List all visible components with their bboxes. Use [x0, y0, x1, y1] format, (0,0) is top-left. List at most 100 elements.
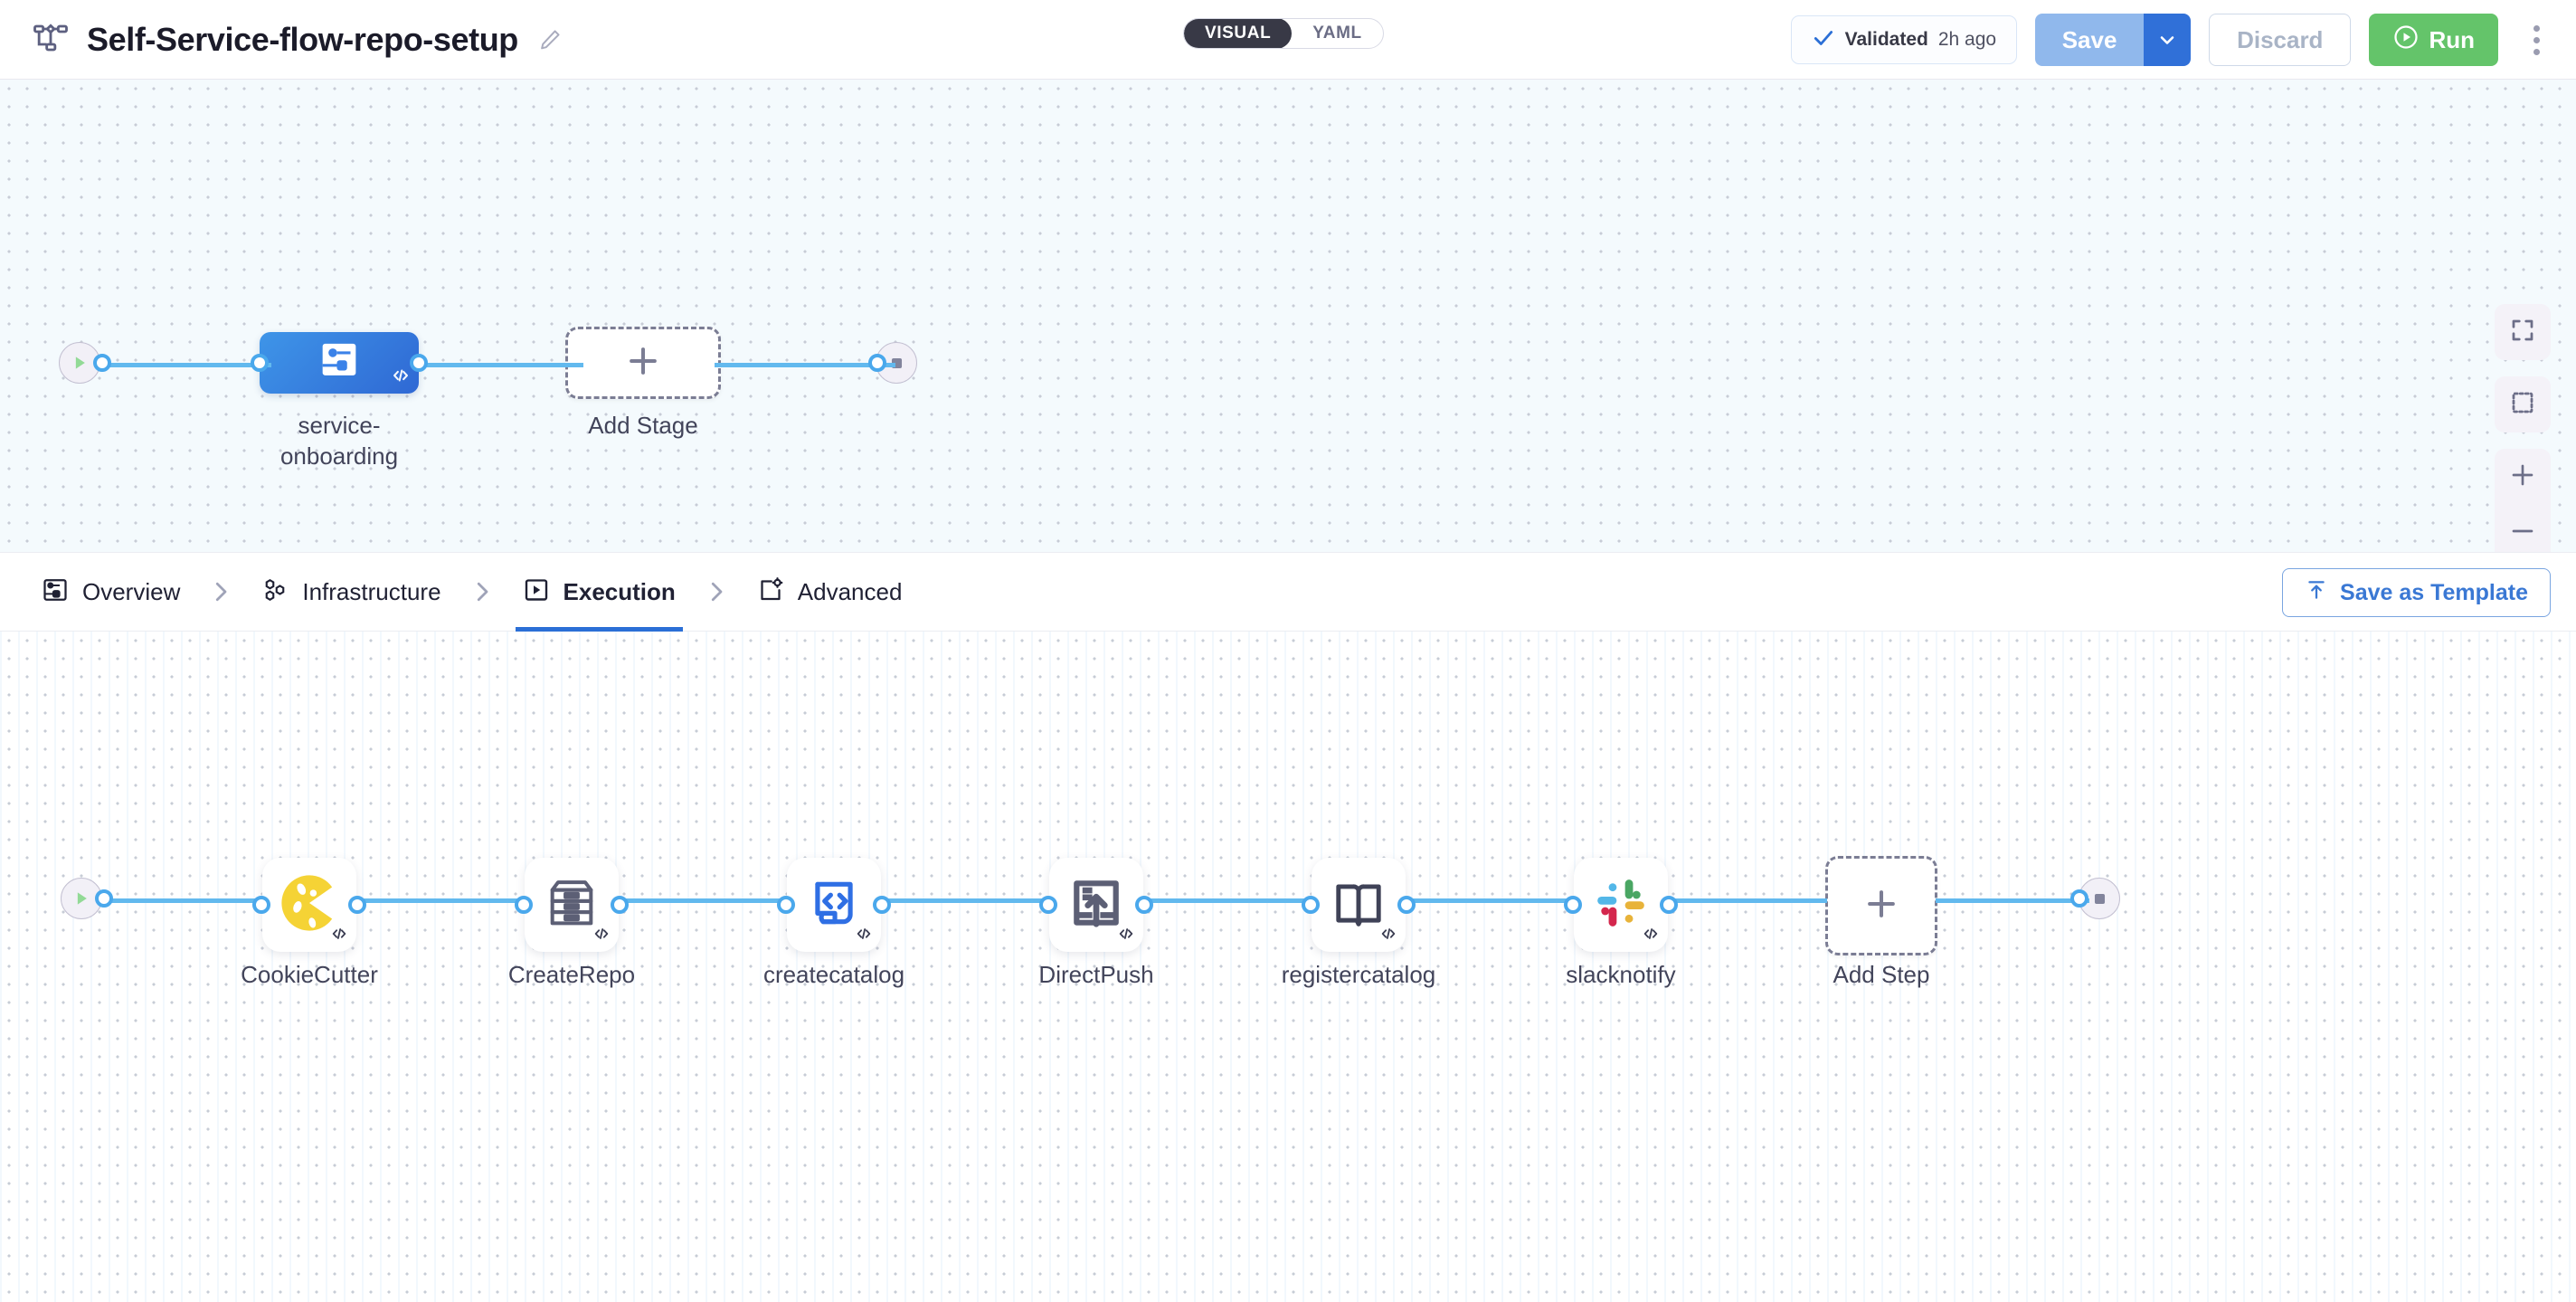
- zoom-in-button[interactable]: [2495, 449, 2551, 505]
- step-node-label: registercatalog: [1281, 961, 1436, 988]
- tab-execution[interactable]: Execution: [515, 552, 684, 632]
- plus-icon: [2508, 461, 2537, 494]
- step-node-label: DirectPush: [1038, 961, 1154, 988]
- discard-button[interactable]: Discard: [2209, 14, 2352, 66]
- kebab-menu-icon[interactable]: [2516, 14, 2556, 66]
- execution-start-output-port[interactable]: [95, 889, 113, 908]
- step-output-port[interactable]: [1660, 896, 1678, 914]
- step-edge-1: [362, 898, 525, 903]
- status-badge-label: Validated: [1844, 29, 1928, 50]
- zoom-out-button[interactable]: [2495, 505, 2551, 552]
- code-badge-icon: [592, 925, 611, 947]
- execution-end-node[interactable]: [2070, 878, 2120, 919]
- canvas-controls: [2495, 304, 2551, 552]
- execution-end-input-port[interactable]: [2070, 889, 2088, 908]
- check-icon: [1812, 26, 1835, 54]
- save-as-template-button[interactable]: Save as Template: [2282, 568, 2551, 617]
- chevron-down-icon[interactable]: [2144, 14, 2192, 66]
- overview-icon: [42, 576, 69, 608]
- step-input-port[interactable]: [252, 896, 270, 914]
- pipeline-start-node[interactable]: [59, 342, 111, 384]
- step-node-createcatalog[interactable]: createcatalog: [763, 858, 904, 988]
- push-upload-icon: [1068, 875, 1124, 936]
- minus-icon: [2508, 517, 2537, 550]
- stage-edge-start: [99, 363, 271, 367]
- execution-start-node[interactable]: [61, 878, 113, 919]
- execution-step-canvas[interactable]: CookieCutter CreateRepo: [0, 632, 2576, 1302]
- step-output-port[interactable]: [348, 896, 366, 914]
- plus-icon: [623, 341, 663, 385]
- stage-canvas[interactable]: service- onboarding Add Stage: [0, 80, 2576, 552]
- tab-overview[interactable]: Overview: [34, 552, 187, 632]
- stage-output-port[interactable]: [410, 354, 428, 372]
- selection-marquee-button[interactable]: [2495, 376, 2551, 432]
- code-badge-icon: [1379, 925, 1397, 947]
- step-node-registercatalog[interactable]: registercatalog: [1282, 858, 1435, 988]
- step-node-label: CookieCutter: [241, 961, 378, 988]
- step-edge-3: [886, 898, 1049, 903]
- app-header: Self-Service-flow-repo-setup VISUAL YAML…: [0, 0, 2576, 80]
- tab-advanced[interactable]: Advanced: [750, 552, 910, 632]
- run-button-label: Run: [2429, 25, 2475, 53]
- stage-config-tabbar: Overview Infrastructure: [0, 552, 2576, 632]
- infrastructure-icon: [261, 576, 289, 608]
- step-edge-2: [624, 898, 787, 903]
- pipeline-end-node[interactable]: [868, 342, 917, 384]
- tab-label: Advanced: [797, 577, 903, 605]
- add-stage-node[interactable]: Add Stage: [565, 327, 721, 439]
- status-badge: Validated 2h ago: [1790, 15, 2018, 64]
- code-document-icon: [806, 875, 862, 936]
- fit-to-screen-button[interactable]: [2495, 304, 2551, 360]
- code-badge-icon: [1642, 925, 1660, 947]
- save-as-template-label: Save as Template: [2340, 579, 2528, 605]
- tab-label: Overview: [82, 577, 181, 605]
- step-input-port[interactable]: [777, 896, 795, 914]
- pencil-icon[interactable]: [535, 24, 565, 55]
- run-button[interactable]: Run: [2369, 14, 2498, 66]
- start-output-port[interactable]: [93, 354, 111, 372]
- step-node-directpush[interactable]: DirectPush: [1038, 858, 1154, 988]
- step-input-port[interactable]: [515, 896, 533, 914]
- view-mode-toggle[interactable]: VISUAL YAML: [1183, 18, 1384, 49]
- step-output-port[interactable]: [1397, 896, 1416, 914]
- play-circle-icon: [2392, 24, 2420, 57]
- stage-node-label: service- onboarding: [279, 412, 399, 470]
- step-output-port[interactable]: [1135, 896, 1153, 914]
- step-node-cookiecutter[interactable]: CookieCutter: [241, 858, 378, 988]
- step-node-label: slacknotify: [1566, 961, 1676, 988]
- add-step-node[interactable]: Add Step: [1825, 856, 1937, 988]
- tab-list: Overview Infrastructure: [0, 552, 909, 632]
- chevron-right-icon: [683, 578, 750, 605]
- stage-input-port[interactable]: [251, 354, 269, 372]
- step-node-label: CreateRepo: [507, 961, 636, 988]
- step-input-port[interactable]: [1564, 896, 1582, 914]
- step-output-port[interactable]: [873, 896, 891, 914]
- save-split-button: Save: [2035, 14, 2192, 66]
- toggle-yaml[interactable]: YAML: [1312, 24, 1362, 43]
- step-input-port[interactable]: [1302, 896, 1320, 914]
- step-edge-4: [1149, 898, 1312, 903]
- step-edge-7: [1936, 898, 2089, 903]
- upload-icon: [2305, 578, 2328, 608]
- code-badge-icon: [330, 925, 348, 947]
- status-badge-time: 2h ago: [1937, 29, 1997, 50]
- step-node-slacknotify[interactable]: slacknotify: [1564, 858, 1678, 988]
- end-input-port[interactable]: [868, 354, 886, 372]
- stage-node-service-onboarding[interactable]: service- onboarding: [251, 332, 428, 470]
- pipeline-flow-icon: [31, 20, 71, 60]
- header-actions: Validated 2h ago Save Discard Run: [1790, 0, 2556, 80]
- service-stage-icon: [317, 337, 362, 386]
- execution-icon: [523, 576, 550, 608]
- step-output-port[interactable]: [611, 896, 629, 914]
- stage-edge-2: [715, 363, 895, 367]
- save-button[interactable]: Save: [2035, 14, 2145, 66]
- step-input-port[interactable]: [1039, 896, 1057, 914]
- step-node-createrepo[interactable]: CreateRepo: [508, 858, 635, 988]
- tab-infrastructure[interactable]: Infrastructure: [254, 552, 448, 632]
- chevron-right-icon: [187, 578, 254, 605]
- toggle-visual[interactable]: VISUAL: [1184, 19, 1293, 48]
- page-title: Self-Service-flow-repo-setup: [87, 20, 518, 58]
- dashed-select-icon: [2509, 389, 2536, 421]
- slack-icon: [1593, 875, 1649, 936]
- tab-label: Execution: [563, 577, 676, 605]
